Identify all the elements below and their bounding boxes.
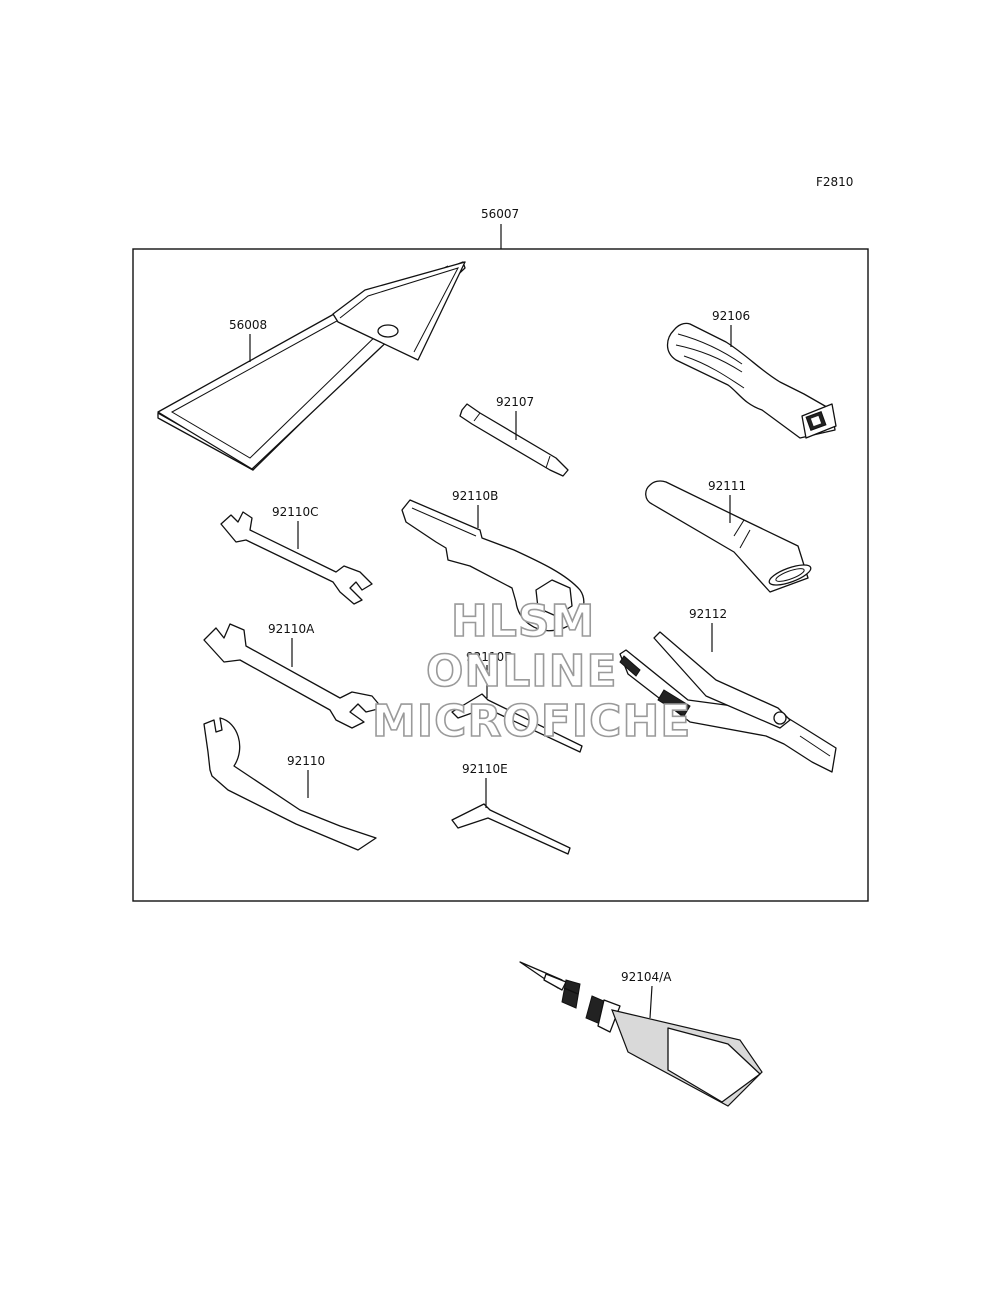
part-label-92110A[interactable]: 92110A xyxy=(268,622,315,636)
assembly-frame xyxy=(132,248,869,902)
wrench-92110C-drawing xyxy=(220,511,373,605)
part-label-92104A[interactable]: 92104/A xyxy=(621,970,672,984)
wrench-92110A-drawing xyxy=(203,623,383,729)
part-label-92110B[interactable]: 92110B xyxy=(452,489,498,503)
part-label-92111[interactable]: 92111 xyxy=(708,479,746,493)
assembly-part-number[interactable]: 56007 xyxy=(481,207,519,221)
extension-tube-drawing xyxy=(645,480,812,593)
grease-tube-drawing xyxy=(519,961,763,1107)
watermark-line3: MICROFICHE xyxy=(372,696,691,747)
part-label-92107[interactable]: 92107 xyxy=(496,395,534,409)
hex-key-92110D-drawing xyxy=(451,693,583,753)
part-label-92110[interactable]: 92110 xyxy=(287,754,325,768)
watermark-line2: ONLINE xyxy=(426,646,618,697)
screwdriver-bit-drawing xyxy=(459,403,569,477)
figure-code: F2810 xyxy=(816,175,853,189)
tool-pouch-drawing xyxy=(157,261,466,471)
part-label-92110D[interactable]: 92110D xyxy=(466,650,513,664)
part-label-92110E[interactable]: 92110E xyxy=(462,762,508,776)
part-label-92106[interactable]: 92106 xyxy=(712,309,750,323)
spanner-92110B-drawing xyxy=(401,499,585,632)
part-label-56008[interactable]: 56008 xyxy=(229,318,267,332)
hex-key-92110E-drawing xyxy=(451,803,571,855)
hook-wrench-92110-drawing xyxy=(203,717,377,851)
part-label-92112[interactable]: 92112 xyxy=(689,607,727,621)
watermark-line1: HLSM xyxy=(451,596,595,647)
leader-92104A xyxy=(649,985,653,1019)
screwdriver-handle-drawing xyxy=(666,322,837,439)
pliers-drawing xyxy=(619,631,837,773)
part-label-92110C[interactable]: 92110C xyxy=(272,505,319,519)
